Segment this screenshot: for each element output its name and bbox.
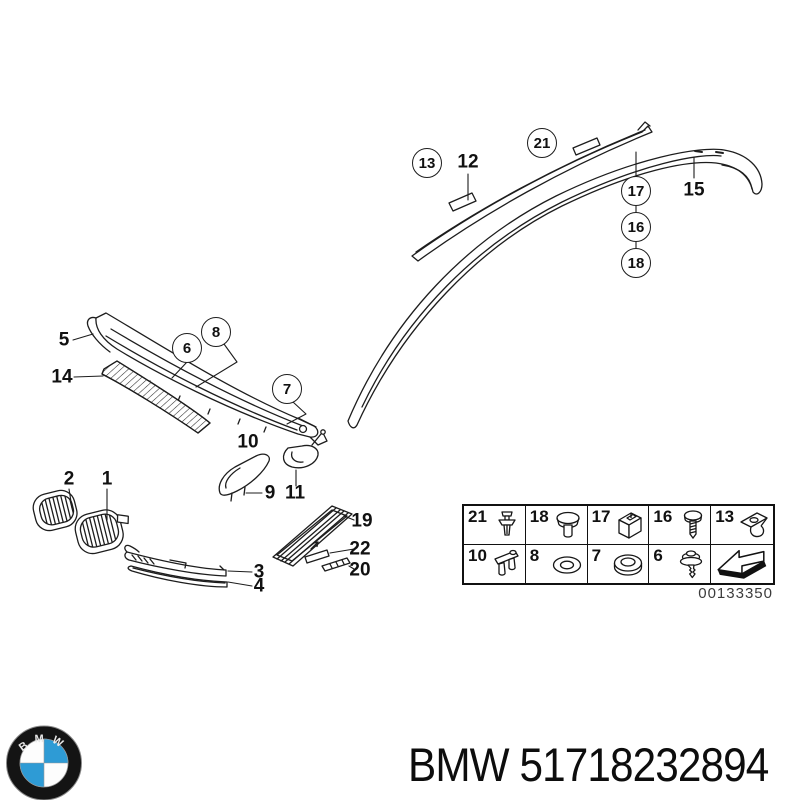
callout-6-label: 6: [182, 339, 192, 357]
callout-6: 6: [172, 333, 202, 363]
legend-cell-18: 18: [525, 506, 588, 545]
legend-num-13: 13: [715, 507, 735, 526]
label-10: 10: [237, 431, 259, 453]
callout-18: 18: [621, 248, 651, 278]
legend-num-17: 17: [591, 507, 611, 526]
clip-tab-12: [448, 192, 477, 212]
bmw-quadrant-ne: [43, 738, 69, 764]
clip-strip-22: [304, 541, 330, 564]
label-11: 11: [284, 482, 306, 504]
roof-drip-molding: [347, 148, 763, 429]
legend-num-21: 21: [468, 507, 487, 526]
molding-carrier-strip: [411, 121, 653, 262]
label-3: 3: [253, 561, 265, 583]
label-12: 12: [457, 151, 479, 173]
screw-icon: [684, 510, 703, 539]
bumper-trim-lower: [127, 565, 228, 588]
label-20: 20: [349, 559, 371, 581]
legend-num-6: 6: [653, 545, 663, 565]
label-14: 14: [51, 366, 73, 388]
label-1: 1: [101, 468, 113, 490]
legend-cell-17: 17: [587, 506, 650, 545]
legend-num-7: 7: [591, 545, 602, 565]
label-4: 4: [253, 575, 265, 597]
expanding-rivet-icon: [498, 511, 516, 536]
bmw-logo: BMW: [6, 725, 82, 800]
callout-17-label: 17: [627, 182, 645, 200]
dome-plug-icon: [555, 511, 580, 538]
part-number-text: BMW 51718232894: [408, 738, 769, 791]
bumper-trim-upper: [124, 544, 227, 577]
callout-17: 17: [621, 176, 651, 206]
legend-num-8: 8: [529, 545, 540, 565]
washer-icon: [552, 556, 581, 574]
legend-num-10: 10: [468, 545, 487, 565]
callout-16: 16: [621, 212, 651, 242]
kidney-grille-left: [32, 489, 78, 532]
fastener-legend-table: 21 18 17: [462, 504, 775, 585]
legend-num-18: 18: [529, 507, 549, 526]
callout-8: 8: [201, 317, 231, 347]
end-cap-part-11: [282, 429, 326, 469]
cowl-grille-hatched: [101, 360, 211, 434]
legend-cell-10: 10: [464, 544, 526, 583]
label-19: 19: [351, 510, 373, 532]
legend-cell-13: 13: [711, 506, 773, 545]
legend-cell-16: 16: [649, 506, 712, 545]
callout-13-label: 13: [418, 154, 436, 172]
bracket-part-9: [218, 453, 270, 502]
callout-8-label: 8: [211, 323, 221, 341]
callout-16-label: 16: [627, 218, 645, 236]
label-5: 5: [58, 329, 70, 351]
clip-tab-21: [572, 137, 601, 156]
callout-18-label: 18: [627, 254, 645, 272]
leader-lines: [68, 151, 695, 587]
trim-strip-20: [321, 557, 351, 572]
callout-21: 21: [527, 128, 557, 158]
direction-arrow-icon: [717, 549, 767, 579]
clip-nut-icon: [618, 512, 643, 539]
bmw-quadrant-sw: [19, 762, 45, 788]
kidney-grille-right: [74, 509, 129, 555]
vent-grille: [272, 505, 353, 567]
legend-cell-6: 6: [649, 544, 712, 583]
legend-cell-8: 8: [526, 544, 588, 583]
grommet-icon: [614, 554, 643, 576]
label-22: 22: [349, 538, 371, 560]
prong-clip-icon: [494, 549, 519, 576]
callout-7-label: 7: [282, 380, 292, 398]
legend-cell-21: 21: [464, 506, 526, 545]
callout-21-label: 21: [533, 134, 551, 152]
body-nut-clip-icon: [740, 512, 768, 537]
callout-13: 13: [412, 148, 442, 178]
callout-7: 7: [272, 374, 302, 404]
legend-cell-7: 7: [588, 544, 650, 583]
legend-num-16: 16: [653, 507, 673, 526]
push-rivet-icon: [680, 550, 703, 578]
label-15: 15: [683, 179, 705, 201]
label-2: 2: [63, 468, 75, 490]
label-9: 9: [264, 482, 276, 504]
legend-cell-arrow: [711, 545, 773, 584]
legend-image-number: 00133350: [698, 585, 773, 602]
